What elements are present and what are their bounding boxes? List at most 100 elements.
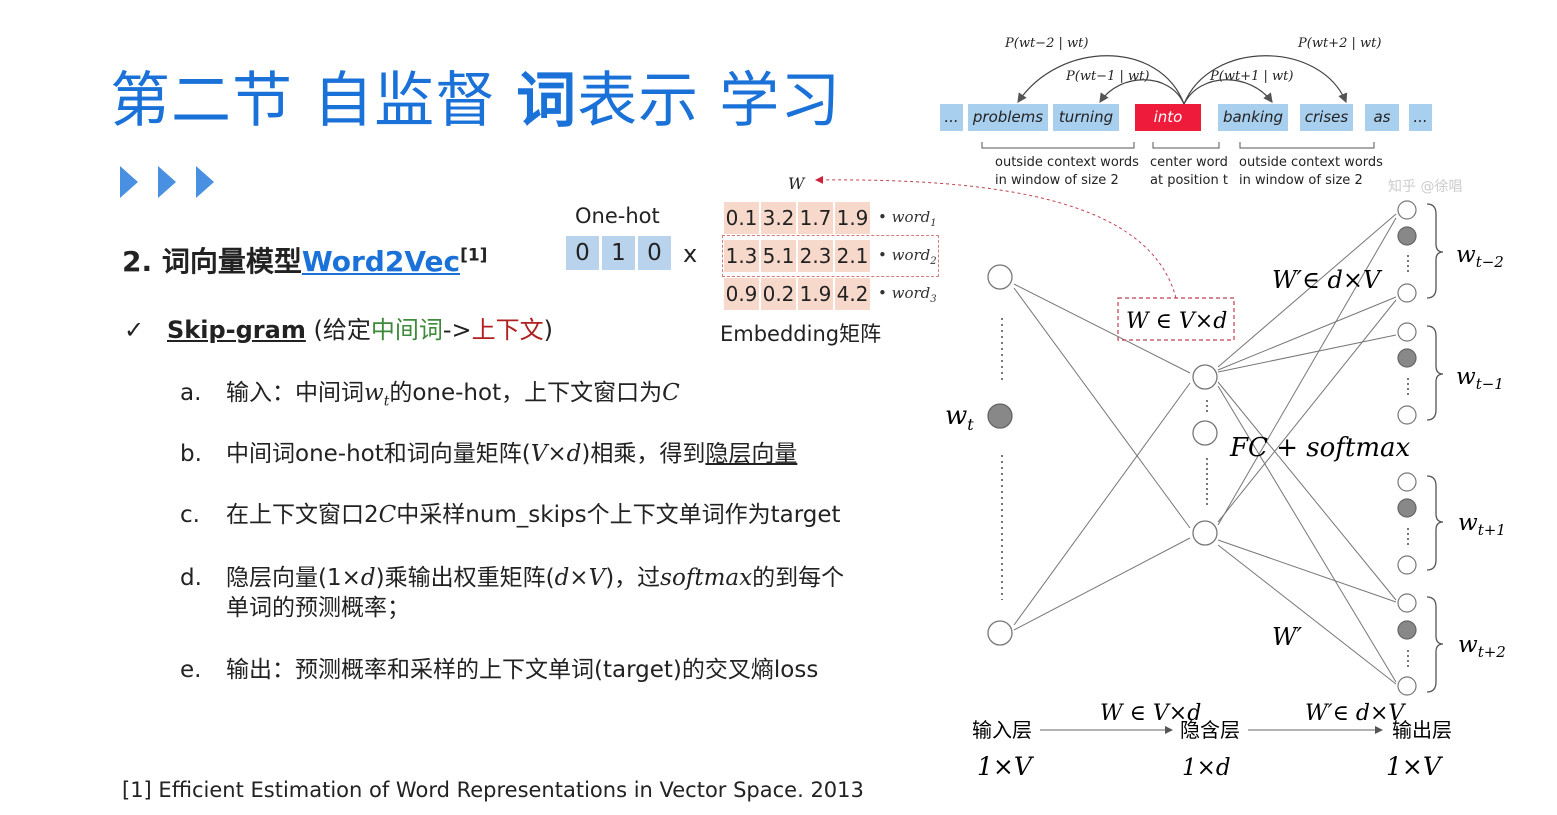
step-label: e. (180, 657, 202, 683)
input-word-label: wt (945, 401, 974, 434)
paren-open: (给定 (305, 316, 371, 344)
page-title: 第二节 自监督 词表示 学习 (110, 52, 841, 139)
math-sub: t (383, 393, 390, 410)
word-text: word (891, 245, 931, 264)
word-sub: 1 (930, 217, 937, 229)
token-context: turning (1053, 104, 1119, 131)
edge (1217, 217, 1397, 526)
dim-hidden: 1×d (1182, 755, 1231, 781)
section-subtitle: 2. 词向量模型Word2Vec[1] (122, 240, 487, 280)
embedding-cell: 5.1 (761, 240, 796, 272)
step-text: 在上下文窗口2 (226, 502, 379, 528)
edge (1013, 537, 1191, 631)
edge (1217, 296, 1397, 371)
token-ellipsis: ... (1409, 104, 1432, 131)
embedding-cell: 1.3 (724, 240, 759, 272)
step-text: )乘输出权重矩阵( (375, 565, 555, 591)
edge (1013, 287, 1191, 529)
embedding-word: • word1 (878, 207, 937, 229)
bracket-center (1152, 142, 1220, 149)
output-label-t-2: wt−2 (1456, 242, 1504, 271)
edge (1013, 283, 1191, 374)
output-node (1397, 676, 1417, 696)
title-part-1: 第二节 自监督 (110, 66, 517, 136)
caption-line: at position t (1150, 173, 1228, 188)
caption-line: in window of size 2 (995, 173, 1119, 188)
embedding-cell: 1.7 (798, 202, 833, 234)
caption-line: outside context words (995, 155, 1139, 170)
step-b: b.中间词one-hot和词向量矩阵(V×d)相乘，得到隐层向量 (180, 434, 797, 468)
step-text: 中采样num_skips个上下文单词作为target (396, 502, 841, 528)
embedding-cell: 1.9 (798, 278, 833, 310)
paren-close: ) (543, 316, 553, 344)
step-text: 中间词one-hot和词向量矩阵( (226, 441, 531, 467)
token-context: banking (1218, 104, 1288, 131)
embedding-cell: 0.9 (724, 278, 759, 310)
edge (1217, 544, 1397, 685)
onehot-vector: 0 1 0 (566, 236, 671, 270)
math-text: C (662, 380, 680, 406)
step-text: 的到每个 (752, 565, 845, 591)
edge (1217, 334, 1397, 373)
word-sub: 2 (930, 255, 937, 267)
w-matrix-label: W (788, 174, 805, 193)
hidden-layer (1192, 364, 1218, 546)
embedding-cell: 0.1 (724, 202, 759, 234)
output-node-active (1397, 498, 1417, 518)
step-e: e.输出：预测概率和采样的上下文单词(target)的交叉熵loss (180, 650, 818, 684)
output-layer (1397, 200, 1417, 696)
w-matrix-text: W ∈ V×d (1126, 309, 1227, 334)
input-node (987, 620, 1013, 646)
bracket-right (1239, 142, 1375, 149)
check-icon: ✓ (124, 316, 145, 344)
output-node-active (1397, 348, 1417, 368)
reference-mark: [1] (460, 245, 488, 266)
step-text: 的one-hot，上下文窗口为 (389, 380, 663, 406)
embedding-label: Embedding矩阵 (720, 322, 882, 346)
edge (1217, 381, 1397, 601)
arrow-text: -> (442, 316, 472, 344)
step-text: 输入：中间词 (226, 380, 364, 406)
layer-input-label: 输入层 (972, 718, 1032, 742)
step-label: b. (180, 441, 202, 467)
step-a: a.输入：中间词wt的one-hot，上下文窗口为C (180, 373, 680, 410)
prob-label: P(wt+2 | wt) (1298, 36, 1382, 51)
center-word-text: 中间词 (370, 316, 443, 344)
output-label-t-1: wt−1 (1456, 364, 1504, 393)
input-node (987, 264, 1013, 290)
token-brackets (981, 142, 1375, 149)
embedding-word: • word3 (878, 283, 937, 305)
input-layer (987, 264, 1013, 646)
layer-output-label: 输出层 (1392, 718, 1452, 742)
dim-input: 1×V (977, 752, 1035, 781)
edge (1013, 382, 1191, 626)
math-text: softmax (660, 565, 753, 591)
word2vec-link[interactable]: Word2Vec (301, 245, 461, 278)
onehot-label: One-hot (575, 204, 660, 228)
hidden-node (1192, 420, 1218, 446)
brace (1426, 596, 1444, 693)
hidden-vector-text: 隐层向量 (705, 441, 798, 467)
output-node-active (1397, 226, 1417, 246)
token-row: ... problems turning into banking crises… (940, 104, 1437, 131)
step-label: d. (180, 565, 202, 591)
bracket-left (981, 142, 1135, 149)
onehot-cell: 1 (602, 236, 635, 270)
bottom-wp-label: W′∈ d×V (1305, 701, 1406, 726)
math-text: d (360, 565, 376, 591)
embedding-cell: 0.2 (761, 278, 796, 310)
output-node (1397, 200, 1417, 220)
token-other: as (1365, 104, 1399, 131)
skipgram-line: ✓ Skip-gram (给定中间词->上下文) (124, 310, 553, 345)
w-prime-label: W′ (1272, 623, 1303, 651)
hidden-output-edges (1217, 213, 1397, 685)
arrow-right-icon (158, 166, 176, 198)
arrow-right-icon (120, 166, 138, 198)
context-text: 上下文 (471, 316, 544, 344)
step-label: c. (180, 502, 200, 528)
